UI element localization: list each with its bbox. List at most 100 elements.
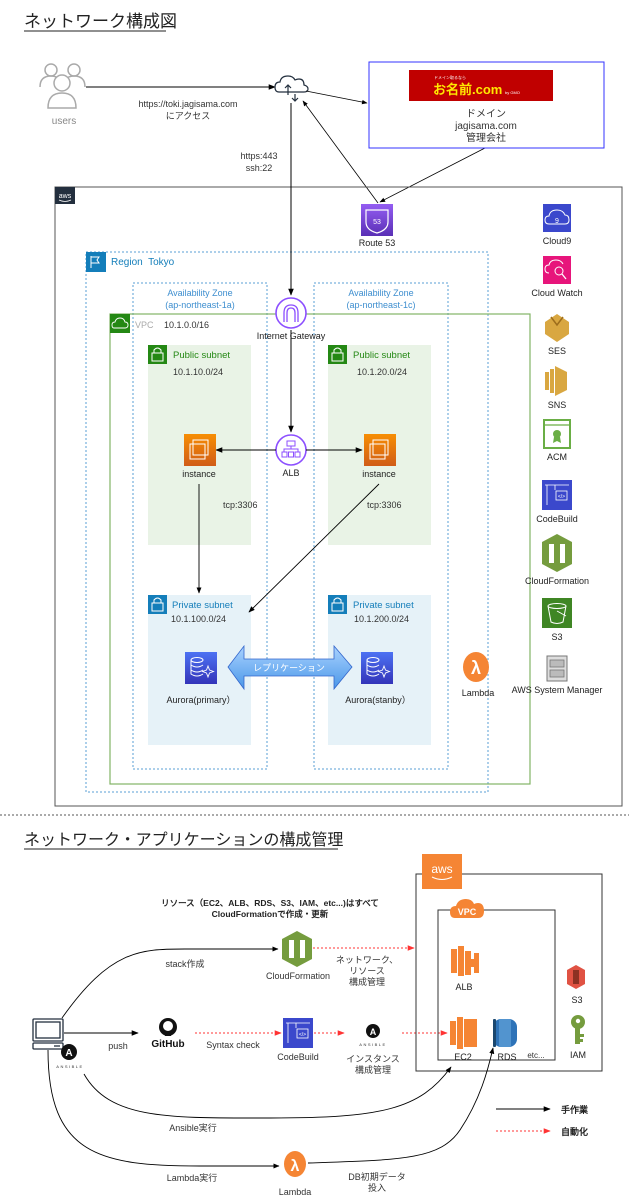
registrar-line3: 管理会社: [466, 131, 506, 144]
stack-label: stack作成: [165, 958, 204, 969]
ansible-icon: A: [61, 1044, 77, 1060]
cloudformation-label: CloudFormation: [266, 971, 330, 981]
svg-text:53: 53: [373, 219, 381, 226]
lock-icon: [151, 597, 164, 612]
aws-smile-icon: [431, 876, 453, 880]
private-subnet-1-cidr: 10.1.100.0/24: [171, 614, 226, 624]
legend-auto-label: 自動化: [561, 1126, 588, 1137]
section-config-management: ネットワーク・アプリケーションの構成管理 リソース（EC2、ALB、RDS、S3…: [24, 831, 603, 1197]
ports-label-line2: ssh:22: [246, 163, 273, 173]
service-label: CloudFormation: [525, 576, 589, 586]
codebuild-icon: </>: [283, 1018, 313, 1048]
syntax-check-label: Syntax check: [206, 1040, 260, 1050]
push-label: push: [108, 1041, 128, 1051]
ansible-run-arrow: [83, 1066, 452, 1119]
s3-icon: [567, 965, 585, 989]
users-icon: [39, 63, 86, 109]
ec2-instance-2-icon: [364, 434, 396, 466]
db-init-line1: DB初期データ: [348, 1171, 406, 1182]
route53-label: Route 53: [359, 238, 396, 248]
aws-orange-badge: [422, 854, 462, 889]
lambda-icon: λ: [463, 652, 489, 682]
aws-orange-badge-label: aws: [431, 862, 452, 876]
region-flag-badge: [86, 252, 106, 272]
flag-icon: [90, 256, 100, 268]
region-label: Region Tokyo: [111, 257, 175, 268]
ec2-instance-1-icon: [184, 434, 216, 466]
iam-label: IAM: [570, 1050, 586, 1060]
az2-label-line1: Availability Zone: [348, 288, 413, 298]
service-acm: ACM: [543, 419, 571, 462]
service-label: S3: [551, 632, 562, 642]
private-subnet-1-label: Private subnet: [172, 600, 233, 611]
registrar-line1: ドメイン: [466, 109, 506, 120]
note-line1: リソース（EC2、ALB、RDS、S3、IAM、etc...)はすべて: [161, 898, 379, 908]
svg-text:λ: λ: [291, 1158, 300, 1175]
registrar-line2: jagisama.com: [454, 121, 517, 132]
public-subnet-2-label: Public subnet: [353, 350, 410, 361]
svg-text:</>: </>: [299, 1032, 306, 1038]
route53-to-internet-arrow: [302, 100, 379, 204]
service-codebuild: </>CodeBuild: [536, 480, 578, 524]
service-cloud-watch: Cloud Watch: [531, 256, 583, 298]
service-cloudformation: CloudFormation: [525, 534, 589, 586]
github-label: GitHub: [151, 1039, 184, 1050]
rds-label: RDS: [497, 1052, 516, 1062]
github-icon: [159, 1018, 177, 1036]
aws-cloud-group: [54, 186, 623, 807]
sns-icon: [545, 366, 567, 396]
region-group: [85, 251, 489, 793]
lambda-label-2: Lambda: [279, 1187, 312, 1197]
private-subnet-2-cidr: 10.1.200.0/24: [354, 614, 409, 624]
network-mgmt-line2: リソース: [349, 966, 385, 976]
legend-manual-label: 手作業: [561, 1104, 589, 1115]
service-sns: SNS: [545, 366, 567, 410]
onamae-logo-sub: by GMO: [505, 90, 520, 95]
ses-icon: [545, 314, 569, 342]
section-network-diagram: ネットワーク構成図 users https://toki.jagisama.co…: [24, 12, 623, 807]
alb-icon: [275, 434, 307, 466]
rds-icon: [493, 1019, 517, 1047]
service-label: ACM: [547, 452, 567, 462]
cloudformation-icon: [282, 931, 312, 967]
public-subnet-2-badge: [328, 345, 347, 364]
db-init-line2: 投入: [368, 1182, 386, 1193]
instance-2-label: instance: [362, 469, 396, 479]
cloudwatch-icon: [543, 256, 571, 284]
service-label: SES: [548, 346, 566, 356]
section1-title: ネットワーク構成図: [24, 12, 177, 31]
alb-label: ALB: [282, 468, 299, 478]
internet-gateway-icon: [275, 297, 307, 329]
igw-label: Internet Gateway: [257, 331, 326, 341]
lambda-run-arrow: [47, 1049, 280, 1169]
tcp-label-1: tcp:3306: [223, 500, 258, 510]
instance2-to-aurora-arrow: [248, 483, 380, 613]
registrar-to-route53-arrow: [379, 147, 486, 203]
onamae-logo-small: ドメイン取るなら: [434, 74, 466, 80]
instance-mgmt-line1: インスタンス: [346, 1054, 400, 1064]
route53-icon: 53: [361, 204, 393, 236]
aws-account-box: [415, 873, 603, 1072]
vpc-badge-label: VPC: [458, 907, 477, 917]
iam-key-icon: [571, 1015, 585, 1044]
alb-label-2: ALB: [455, 982, 472, 992]
replication-arrow: [227, 644, 353, 691]
internet-cloud-icon: [274, 75, 309, 102]
lock-icon: [151, 347, 164, 362]
ansible-logo-text-2: ANSIBLE: [359, 1042, 386, 1047]
registrar-box: ドメイン取るなら お名前.com by GMO ドメイン jagisama.co…: [368, 61, 605, 149]
system-manager-icon: [546, 655, 568, 682]
private-subnet-1-badge: [148, 595, 167, 614]
az1-group: [132, 282, 268, 770]
internet-to-registrar-arrow: [305, 90, 368, 105]
az1-label-line2: (ap-northeast-1a): [165, 300, 235, 310]
instance-mgmt-line2: 構成管理: [355, 1064, 391, 1075]
private-subnet-2-label: Private subnet: [353, 600, 414, 611]
network-mgmt-line1: ネットワーク、: [336, 955, 398, 965]
users-label: users: [52, 116, 76, 127]
svg-text:9: 9: [555, 218, 559, 225]
service-label: CodeBuild: [536, 514, 578, 524]
vpc-cloud-badge: [450, 899, 484, 918]
